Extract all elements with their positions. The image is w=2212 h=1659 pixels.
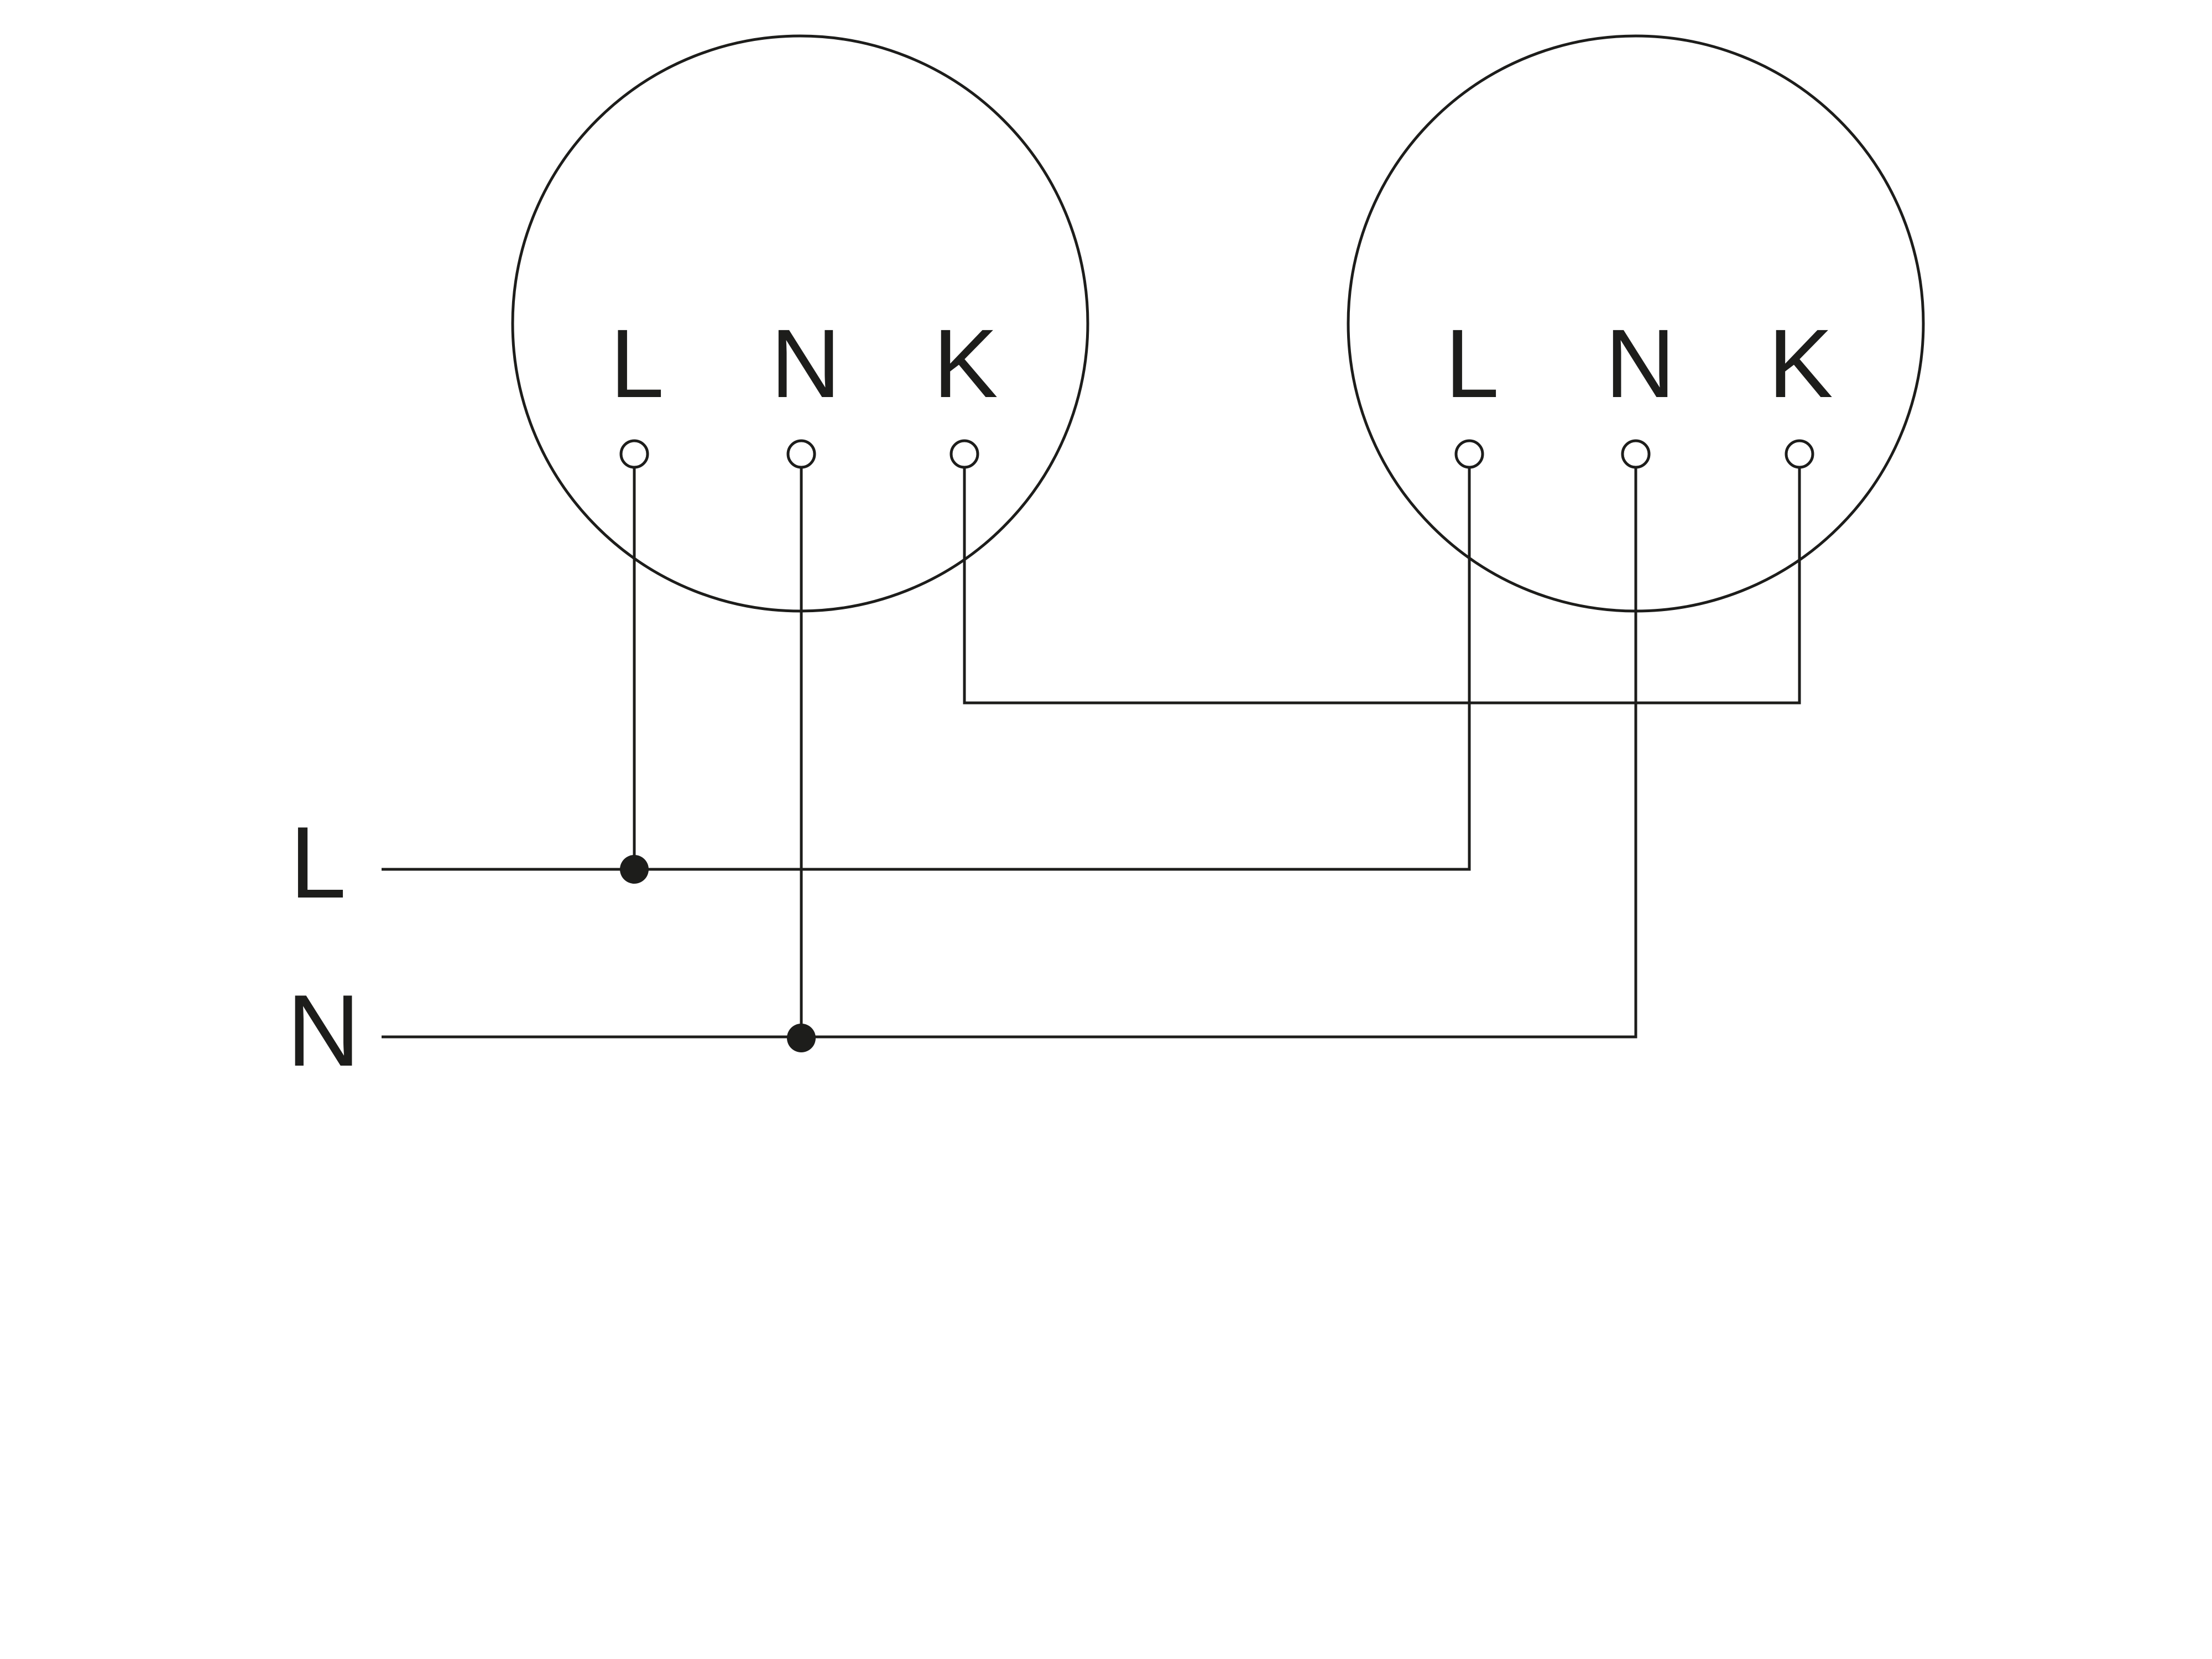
device-1-terminal-label-k: K: [933, 310, 998, 418]
device-2: L N K: [1347, 34, 1925, 613]
terminals: [619, 439, 1814, 469]
junctions: [620, 855, 816, 1052]
wiring: [382, 468, 1801, 1039]
k-interconnect-wire: [963, 468, 1801, 705]
supply-l-wire: [382, 468, 1471, 871]
device-2-terminal-label-k: K: [1768, 310, 1833, 418]
device-1-terminal-n: [786, 439, 816, 469]
junction-n: [787, 1024, 816, 1052]
device-2-terminal-label-n: N: [1605, 310, 1675, 418]
supply-labels: L N: [287, 805, 361, 1087]
supply-label-n: N: [287, 973, 361, 1087]
device-1-terminal-label-l: L: [610, 310, 664, 418]
device-1-terminal-label-n: N: [770, 310, 841, 418]
device-2-terminal-k: [1785, 439, 1814, 469]
supply-label-l: L: [290, 805, 346, 919]
junction-l: [620, 855, 649, 884]
device-2-terminal-n: [1621, 439, 1651, 469]
device-1-terminal-l: [619, 439, 649, 469]
device-1-terminal-k: [950, 439, 979, 469]
device-2-terminal-l: [1454, 439, 1484, 469]
supply-n-wire: [382, 468, 1637, 1039]
device-2-terminal-label-l: L: [1445, 310, 1499, 418]
